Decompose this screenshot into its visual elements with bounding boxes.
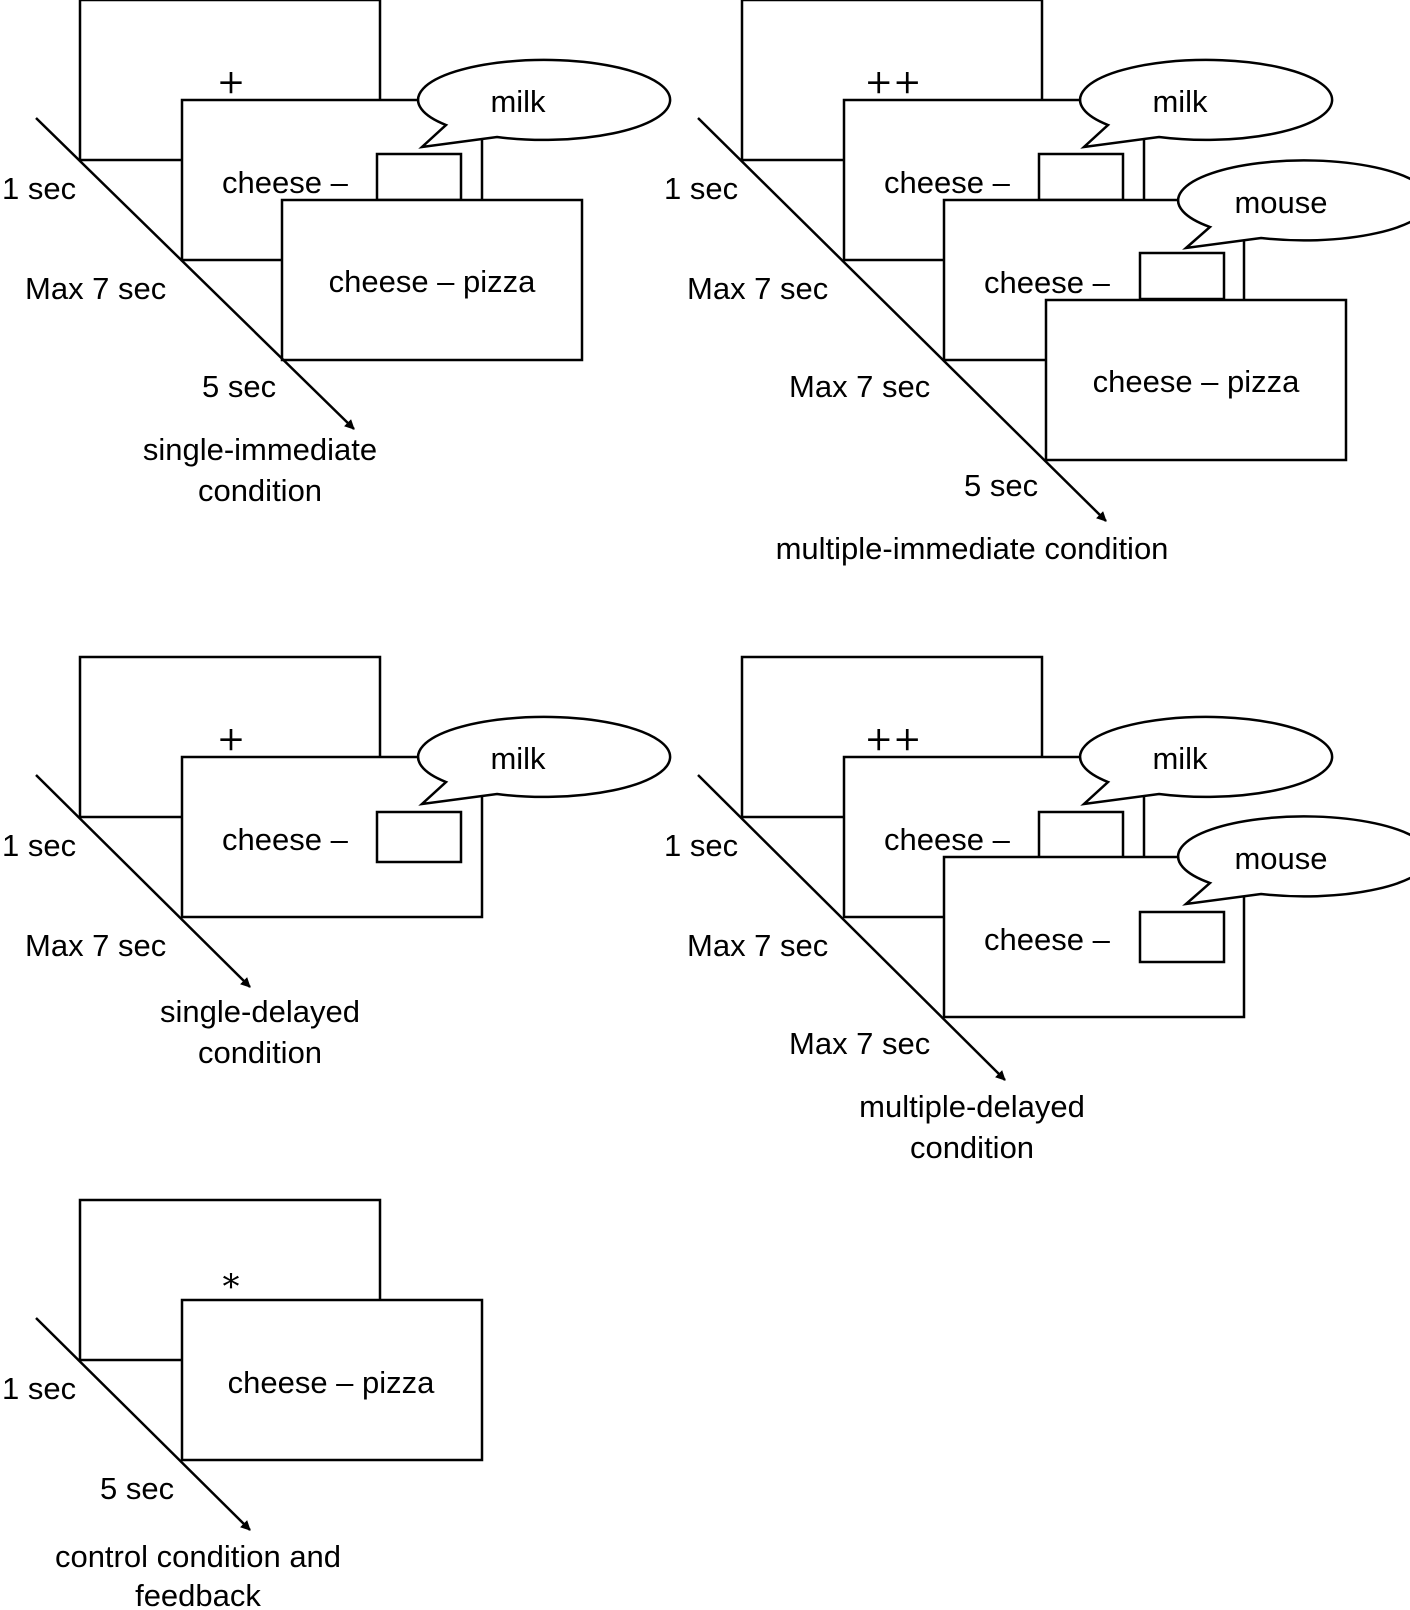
duration-label: 5 sec (202, 369, 276, 404)
fixation-symbol: + (217, 719, 246, 759)
duration-label: 5 sec (964, 468, 1038, 503)
response-box (375, 152, 463, 202)
response-box (1037, 810, 1125, 860)
speech-text: mouse (1234, 841, 1327, 876)
speech-bubble: milk (1078, 715, 1334, 806)
cue-text: cheese – (884, 822, 1011, 857)
duration-label: 1 sec (664, 828, 738, 863)
cue-text: cheese – (984, 922, 1111, 957)
speech-text: milk (1152, 84, 1208, 119)
response-box (1138, 910, 1226, 964)
cue-text: cheese – (884, 165, 1011, 200)
duration-label: Max 7 sec (687, 928, 828, 963)
speech-bubble: mouse (1176, 159, 1410, 250)
panel-multiple-delayed: ++ cheese – cheese – milk mouse 1 sec Ma… (664, 655, 1410, 1165)
response-box (1037, 152, 1125, 202)
timeline-arrow (35, 1317, 251, 1531)
condition-caption: condition (910, 1130, 1034, 1165)
response-box (1138, 251, 1226, 301)
timeline-arrow (35, 774, 251, 988)
duration-label: 1 sec (2, 171, 76, 206)
speech-bubble: mouse (1176, 815, 1410, 906)
feedback-frame (1044, 298, 1348, 462)
feedback-frame (280, 198, 584, 362)
speech-text: milk (490, 84, 546, 119)
condition-caption: control condition and (55, 1539, 341, 1574)
duration-label: 1 sec (664, 171, 738, 206)
duration-label: Max 7 sec (687, 271, 828, 306)
speech-text: milk (1152, 741, 1208, 776)
duration-label: 1 sec (2, 1371, 76, 1406)
cue-text: cheese – (984, 265, 1111, 300)
duration-label: 1 sec (2, 828, 76, 863)
response-box (375, 810, 463, 864)
cue-text: cheese – (222, 822, 349, 857)
condition-caption: multiple-delayed (859, 1089, 1085, 1124)
timeline-arrow (697, 774, 1006, 1081)
panel-control: * cheese – pizza 1 sec 5 sec control con… (2, 1198, 484, 1610)
pair-text: cheese – pizza (228, 1365, 436, 1400)
fixation-symbol: * (223, 1267, 240, 1307)
fixation-symbol: + (217, 62, 246, 102)
speech-text: milk (490, 741, 546, 776)
cue-text: cheese – (222, 165, 349, 200)
timeline-arrow (35, 117, 355, 430)
condition-caption: condition (198, 1035, 322, 1070)
speech-bubble: milk (1078, 58, 1334, 149)
condition-caption: condition (198, 473, 322, 508)
duration-label: Max 7 sec (789, 1026, 930, 1061)
duration-label: 5 sec (100, 1471, 174, 1506)
timeline-arrow (697, 117, 1107, 522)
panel-single-immediate: + cheese – cheese – pizza milk 1 sec Max… (2, 0, 672, 508)
condition-caption: feedback (135, 1578, 261, 1610)
panel-multiple-immediate: ++ cheese – cheese – cheese – pizza milk… (664, 0, 1410, 566)
duration-label: Max 7 sec (25, 928, 166, 963)
duration-label: Max 7 sec (25, 271, 166, 306)
condition-caption: single-delayed (160, 994, 360, 1029)
pair-text: cheese – pizza (329, 264, 537, 299)
speech-text: mouse (1234, 185, 1327, 220)
condition-caption: multiple-immediate condition (776, 531, 1169, 566)
speech-bubble: milk (416, 715, 672, 806)
panel-single-delayed: + cheese – milk 1 sec Max 7 sec single-d… (2, 655, 672, 1070)
condition-caption: single-immediate (143, 432, 377, 467)
feedback-frame (180, 1298, 484, 1462)
speech-bubble: milk (416, 58, 672, 149)
fixation-symbol: ++ (865, 62, 922, 102)
fixation-symbol: ++ (865, 719, 922, 759)
duration-label: Max 7 sec (789, 369, 930, 404)
pair-text: cheese – pizza (1093, 364, 1301, 399)
